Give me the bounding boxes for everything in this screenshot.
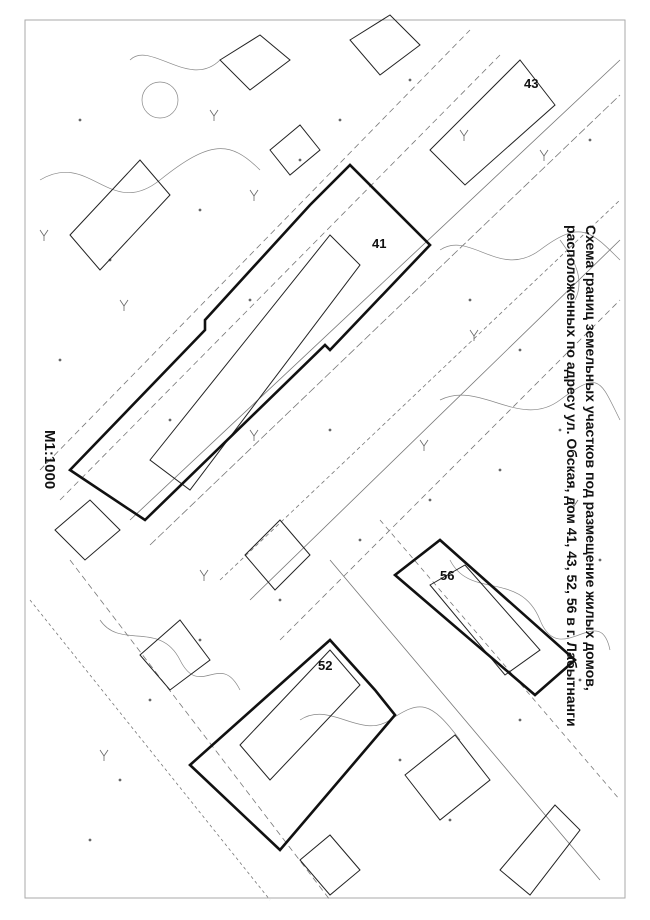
building-footprint — [139, 619, 211, 691]
scale-label: М1:1000 — [41, 430, 58, 490]
building-footprint — [499, 804, 581, 896]
plot-41-boundary — [67, 163, 432, 522]
tree-symbols — [39, 109, 579, 761]
building-footprint — [244, 519, 311, 591]
building-footprint — [149, 234, 361, 491]
building-footprints — [54, 14, 581, 896]
building-footprint — [269, 124, 321, 176]
map-title-line2: расположенных по адресу ул. Обская, дом … — [564, 225, 580, 727]
street-lines — [29, 29, 621, 901]
plot-56-boundary — [392, 538, 577, 697]
building-footprint — [429, 564, 541, 676]
building-footprint — [239, 649, 361, 781]
plot-label-56: 56 — [440, 568, 454, 583]
building-footprint — [219, 34, 291, 91]
building-footprint — [54, 499, 121, 561]
map-title-line1: Схема границ земельных участков под разм… — [583, 225, 599, 691]
plot-label-41: 41 — [372, 236, 386, 251]
building-footprint — [69, 159, 171, 271]
building-footprint — [429, 59, 556, 186]
map-frame — [24, 19, 626, 899]
map-title: Схема границ земельных участков под разм… — [562, 225, 600, 727]
survey-marks — [58, 78, 602, 842]
plot-52-boundary — [188, 638, 397, 852]
plot-label-43: 43 — [524, 76, 538, 91]
plot-label-52: 52 — [318, 658, 332, 673]
building-footprint — [404, 734, 491, 821]
plot-boundaries — [67, 163, 577, 852]
building-footprint — [299, 834, 361, 896]
building-footprint — [349, 14, 421, 76]
